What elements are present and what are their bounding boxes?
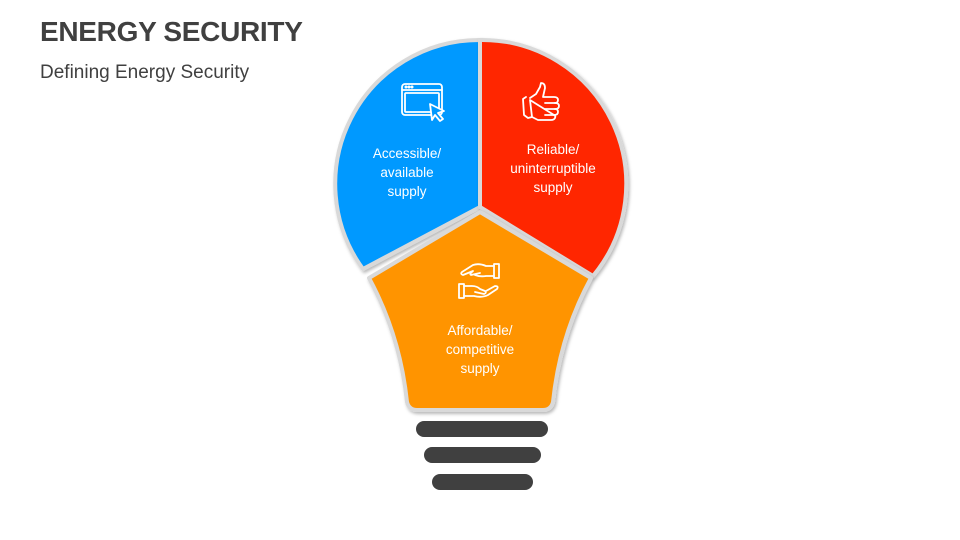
- label-line: Reliable/: [526, 142, 580, 157]
- label-line: uninterruptible: [510, 161, 596, 176]
- label-line: competitive: [445, 342, 515, 357]
- label-line: Accessible/: [372, 146, 442, 161]
- label-line: available: [380, 165, 434, 180]
- label-line: supply: [460, 361, 500, 376]
- segment-affordable: [367, 210, 593, 412]
- browser-cursor-icon: [401, 83, 445, 122]
- segment-label-reliable: Reliable/ uninterruptible supply: [510, 140, 596, 197]
- page-subtitle: Defining Energy Security: [40, 62, 250, 83]
- thumbs-up-icon: [522, 82, 560, 121]
- label-line: supply: [533, 180, 573, 195]
- label-line: supply: [387, 184, 427, 199]
- giving-hands-icon: [458, 263, 500, 299]
- page-title: ENERGY SECURITY: [40, 16, 303, 47]
- bulb-base-bar-1: [416, 421, 548, 437]
- segment-label-affordable: Affordable/ competitive supply: [446, 321, 514, 378]
- segment-reliable: [478, 37, 629, 278]
- bulb-base-bar-3: [432, 474, 533, 490]
- bulb-base-bar-2: [424, 447, 541, 463]
- label-line: Affordable/: [447, 323, 513, 338]
- segment-label-accessible: Accessible/ available supply: [373, 144, 441, 201]
- segment-accessible: [333, 37, 482, 271]
